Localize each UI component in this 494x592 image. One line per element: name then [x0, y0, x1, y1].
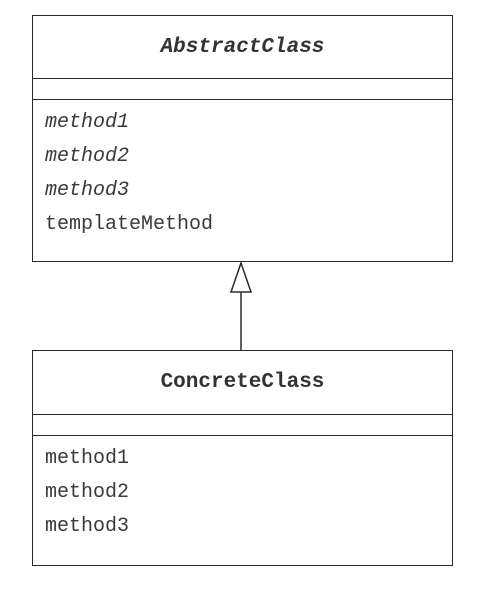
- concrete-method-1: method1: [45, 447, 130, 470]
- abstract-method-3: method3: [45, 179, 130, 202]
- concrete-method-3: method3: [45, 515, 130, 538]
- abstract-class-box: AbstractClass method1 method2 method3 te…: [32, 15, 453, 262]
- concrete-class-name: ConcreteClass: [33, 351, 452, 415]
- abstract-class-name: AbstractClass: [33, 16, 452, 79]
- concrete-class-methods: method1 method2 method3: [33, 436, 452, 544]
- abstract-method-1: method1: [45, 111, 130, 134]
- abstract-method-2: method2: [45, 145, 130, 168]
- template-method: templateMethod: [45, 213, 214, 236]
- inheritance-arrowhead: [229, 260, 253, 293]
- abstract-class-attributes: [33, 79, 452, 100]
- concrete-class-attributes: [33, 415, 452, 436]
- concrete-class-box: ConcreteClass method1 method2 method3: [32, 350, 453, 566]
- concrete-method-2: method2: [45, 481, 130, 504]
- abstract-class-methods: method1 method2 method3 templateMethod: [33, 100, 452, 242]
